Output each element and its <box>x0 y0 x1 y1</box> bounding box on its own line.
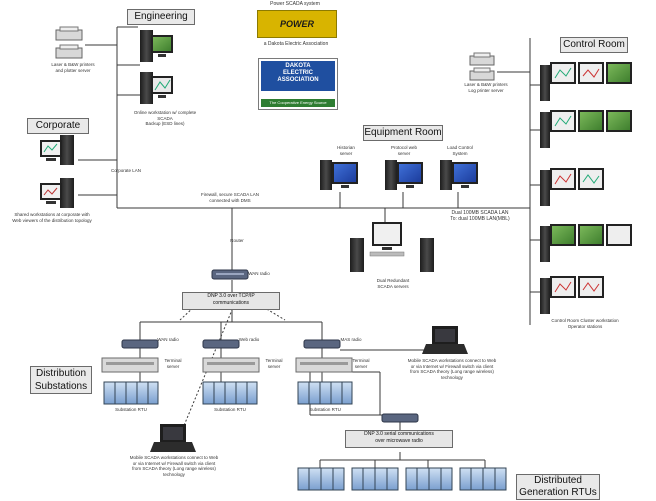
terminal-server-2 <box>202 357 260 373</box>
router-label: Router <box>230 238 244 243</box>
engineering-workstation-bottom <box>140 72 173 104</box>
radio-mas <box>303 339 341 349</box>
control-room-printers-caption: Laser & B&W printers Log printer server <box>464 82 508 93</box>
firewall-label: Firewall, secure SCADA LAN connected wit… <box>200 192 260 203</box>
protocol-web-server <box>385 160 423 190</box>
protocol-server-label: Protocol web server <box>390 145 417 156</box>
substation-rtu-1-label: Substation RTU <box>115 407 147 412</box>
control-room-station-4 <box>540 224 632 262</box>
terminal-server-3-label: Terminal server <box>352 358 370 369</box>
control-room-caption: Control Room Cluster workstation Operato… <box>551 318 619 329</box>
dnp-tcpip-box: DNP 3.0 over TCP/IP communications <box>182 292 280 310</box>
terminal-server-1-label: Terminal server <box>164 358 182 369</box>
corporate-workstation-top <box>40 135 74 165</box>
radio-wan <box>121 339 159 349</box>
generation-rtu-1 <box>297 467 345 491</box>
equipment-room-header: Equipment Room <box>363 125 443 141</box>
scada-system-caption: Power SCADA system <box>270 1 320 7</box>
dual-servers-label: Dual Redundant SCADA servers <box>376 278 410 289</box>
terminal-server-2-label: Terminal server <box>265 358 283 369</box>
generation-rtu-3 <box>405 467 453 491</box>
distributed-generation-header: Distributed Generation RTUs <box>516 474 600 500</box>
laptop-right-caption: Mobile SCADA workstations connect to Web… <box>407 358 497 380</box>
load-control-label: Load Control System <box>447 145 473 156</box>
substation-rtu-1 <box>103 381 159 405</box>
dnp-serial-box: DNP 3.0 serial communications over micro… <box>345 430 453 448</box>
historian-server <box>320 160 358 190</box>
load-control-server <box>440 160 478 190</box>
control-room-station-5 <box>540 276 604 314</box>
generation-rtu-4 <box>459 467 507 491</box>
substation-rtu-3-label: Substation RTU <box>309 407 341 412</box>
terminal-server-3 <box>295 357 353 373</box>
wan-radio-caption: WAN radio <box>157 337 179 342</box>
microwave-hub <box>381 413 419 423</box>
radio-web <box>202 339 240 349</box>
power-logo: POWER <box>257 10 337 38</box>
distribution-substations-header: Distribution Substations <box>30 366 92 394</box>
engineering-printers <box>55 26 83 59</box>
engineering-workstation-top <box>140 30 173 62</box>
generation-rtu-2 <box>351 467 399 491</box>
laptop-right <box>422 326 468 354</box>
control-room-station-2 <box>540 110 632 148</box>
engineering-header: Engineering <box>127 9 195 25</box>
corporate-workstation-bottom <box>40 178 74 208</box>
control-room-printers <box>469 52 495 81</box>
control-room-header: Control Room <box>560 37 628 53</box>
control-room-station-1 <box>540 62 632 101</box>
wan-radio-label: WAN radio <box>248 271 270 276</box>
terminal-server-1 <box>101 357 159 373</box>
network-lines <box>78 26 540 468</box>
historian-label: Historian server <box>337 145 355 156</box>
corporate-lan-label: Corporate LAN <box>110 168 141 173</box>
control-room-station-3 <box>540 168 604 206</box>
substation-rtu-2 <box>202 381 258 405</box>
laptop-bottom <box>150 424 196 452</box>
engineering-workstation-caption: Online workstation w/ complete SCADA Bac… <box>133 110 197 126</box>
corporate-workstation-caption: Shared workstations at corporate with We… <box>12 212 92 223</box>
dakota-electric-logo: DAKOTA ELECTRIC ASSOCIATION The Cooperat… <box>258 58 338 110</box>
mas-radio-caption: MAS radio <box>340 337 362 342</box>
substation-rtu-3 <box>297 381 353 405</box>
engineering-printers-caption: Laser & B&W printers and plotter server <box>51 62 95 73</box>
association-caption: a Dakota Electric Association <box>263 41 329 47</box>
laptop-bottom-caption: Mobile SCADA workstations connect to Web… <box>129 455 219 477</box>
dual-redundant-servers <box>350 222 434 272</box>
web-radio-caption: Web radio <box>238 337 260 342</box>
corporate-header: Corporate <box>27 118 89 134</box>
dual-lan-label: Dual 100MB SCADA LAN To: dual 100MB LAN(… <box>450 210 510 222</box>
router-device <box>211 269 249 280</box>
substation-rtu-2-label: Substation RTU <box>214 407 246 412</box>
